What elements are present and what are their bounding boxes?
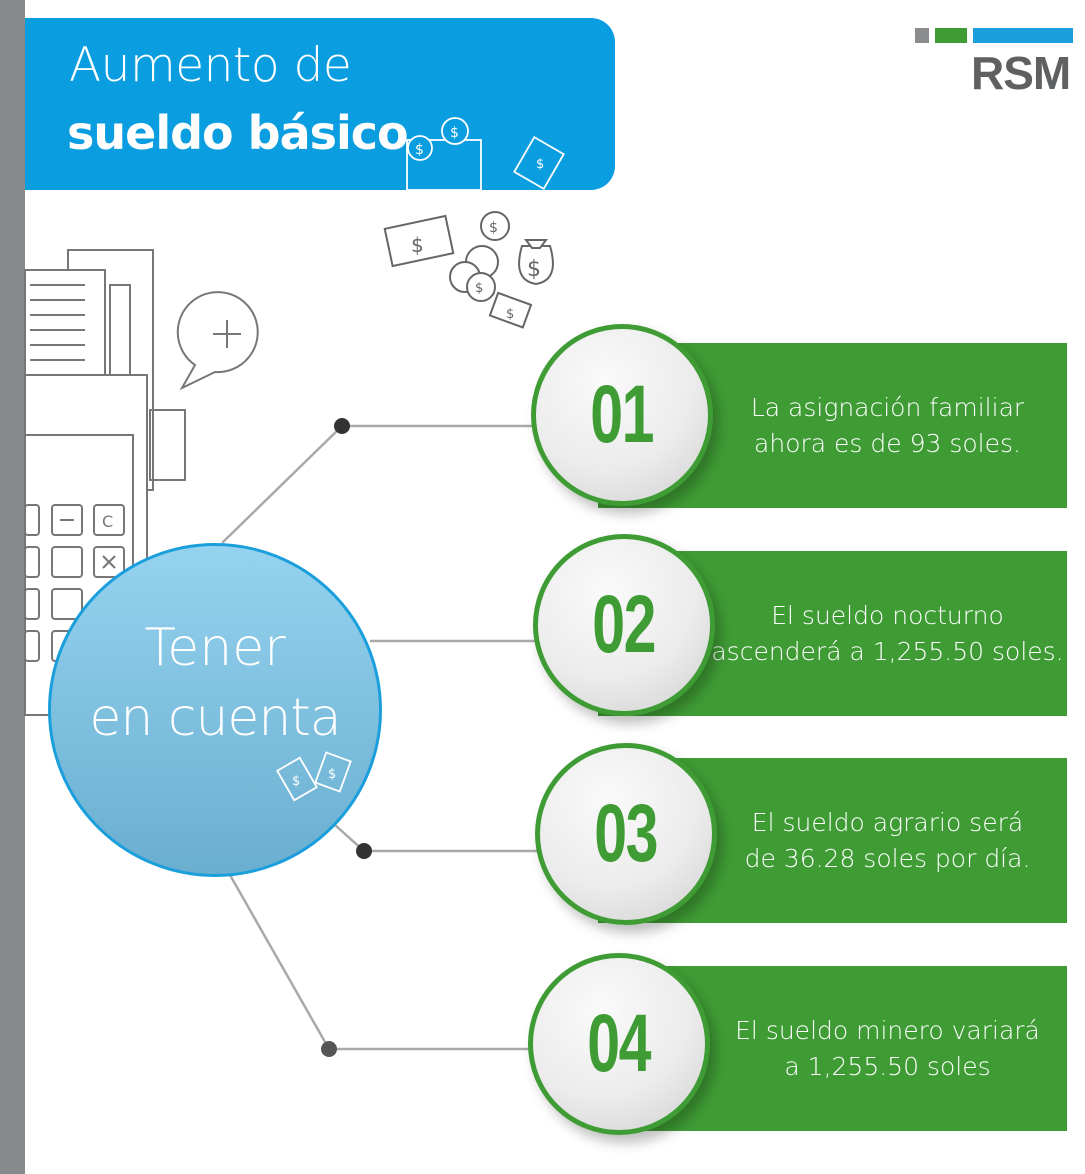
money-illustration: $ $ $ $ $	[383, 211, 554, 329]
logo-blue-block	[973, 28, 1073, 43]
logo-text: RSM	[971, 47, 1071, 99]
rsm-logo: RSM	[915, 28, 1075, 99]
header-banner: Aumento de sueldo básico	[25, 18, 615, 190]
title-line-1: Aumento de	[69, 38, 352, 93]
center-circle: Tener en cuenta $ $	[48, 543, 382, 877]
banknotes-icon: $ $	[276, 751, 352, 802]
item-line-2: ascenderá a 1,255.50 soles.	[711, 636, 1064, 666]
item-number: 01	[590, 369, 655, 460]
item-text: La asignación familiar ahora es de 93 sol…	[708, 343, 1067, 508]
item-line-1: El sueldo minero variará	[735, 1015, 1040, 1045]
svg-text:$: $	[506, 307, 514, 322]
svg-text:$: $	[489, 220, 498, 236]
item-number-badge-2: 02	[533, 534, 715, 716]
item-line-1: El sueldo agrario será	[751, 807, 1024, 837]
connector-dot	[334, 418, 350, 434]
connector-dot	[356, 843, 372, 859]
item-line-2: de 36.28 soles por día.	[744, 843, 1031, 873]
item-line-1: La asignación familiar	[750, 392, 1025, 422]
center-line-2: en cuenta	[89, 688, 341, 748]
svg-text:$: $	[292, 774, 300, 789]
item-number: 02	[592, 579, 657, 670]
logo-green-block	[935, 28, 967, 43]
item-number: 03	[594, 788, 659, 879]
title-line-2: sueldo básico	[67, 106, 409, 160]
item-text: El sueldo agrario será de 36.28 soles por…	[708, 758, 1067, 923]
item-number: 04	[587, 998, 652, 1089]
logo-gray-block	[915, 28, 929, 43]
svg-text:$: $	[328, 767, 336, 782]
item-number-badge-4: 04	[528, 953, 710, 1135]
sidebar-stripe	[0, 0, 25, 1174]
connector-dot	[321, 1041, 337, 1057]
svg-text:$: $	[475, 281, 483, 296]
item-line-1: El sueldo nocturno	[771, 600, 1004, 630]
item-line-2: a 1,255.50 soles	[784, 1051, 991, 1081]
item-number-badge-1: 01	[531, 324, 713, 506]
svg-text:$: $	[527, 257, 541, 282]
svg-text:C: C	[102, 512, 113, 531]
item-text: El sueldo nocturno ascenderá a 1,255.50 s…	[708, 551, 1067, 716]
item-number-badge-3: 03	[535, 743, 717, 925]
item-line-2: ahora es de 93 soles.	[754, 428, 1021, 458]
svg-text:$: $	[411, 233, 424, 257]
speech-bubble-plus-icon	[176, 291, 259, 391]
item-text: El sueldo minero variará a 1,255.50 soles	[708, 966, 1067, 1131]
center-line-1: Tener	[144, 618, 286, 678]
